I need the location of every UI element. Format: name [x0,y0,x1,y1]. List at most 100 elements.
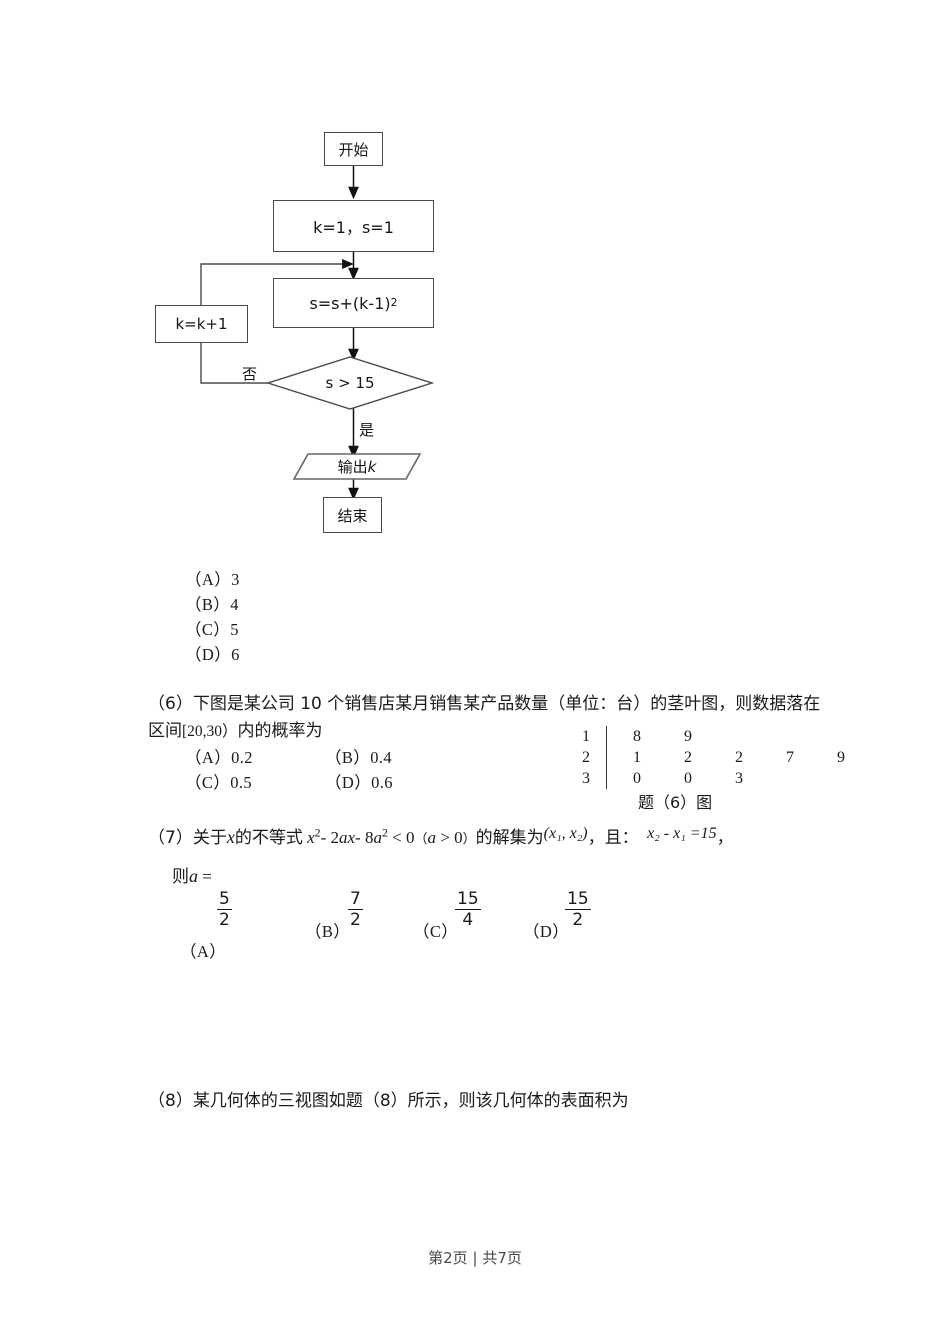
fraction-denominator: 4 [462,910,474,931]
fraction-denominator: 2 [219,910,230,931]
q7-option-a-fraction: 5 2 [217,890,232,930]
flowchart-node-start-label: 开始 [338,140,369,159]
leaf-value [709,726,760,747]
flowchart-node-init-label: k=1，s=1 [313,218,394,237]
q7-prefix: （7）关于 [148,828,227,848]
leaf-value: 7 [786,748,794,766]
q7-expr-minus1: - 2 [320,828,339,847]
leaf-value: 3 [735,769,743,787]
q7-expr-a2: a [373,828,382,847]
flowchart-node-output-label: 输出 [337,458,368,476]
q6-option-c-value: 0.5 [230,773,253,792]
q7-comma2: ， [716,828,734,848]
q8-text: （8）某几何体的三视图如题（8）所示，则该几何体的表面积为 [148,1091,629,1111]
q7-and-label: 且： [604,828,639,848]
q5-option-a-label: （A） [185,570,232,589]
q7-mid1: 的不等式 [234,828,303,848]
q5-option-d-label: （D） [185,645,232,664]
q7-line2-eq: = [202,867,212,886]
q7-expr-x2: x [307,828,315,847]
fraction: 5 2 [217,890,232,930]
q6-text-line1: （6）下图是某公司 10 个销售店某月销售某产品数量（单位：台）的茎叶图，则数据… [148,694,821,714]
page-footer: 第2页 | 共7页 [0,1247,950,1268]
q6-line2-suffix: 内的概率为 [237,721,323,741]
fraction-numerator: 7 [348,889,363,911]
q7-cond-open: （ [414,832,428,847]
stem-and-leaf-row: 1 8 9 [575,726,862,747]
q5-option-b-label: （B） [185,595,231,614]
stem-value: 1 [575,726,607,747]
q6-line2-prefix: 区间 [148,721,182,741]
q7-option-b-label: （B） [305,922,351,941]
q6-option-d-value: 0.6 [371,773,393,792]
leaf-value: 9 [837,748,845,766]
q7-diff-expr: x₂ - x₁ =15 [647,825,717,842]
flowchart-edge-label-yes: 是 [359,421,375,439]
leaf-value: 0 [684,769,692,787]
q7-cond-a: a [427,828,437,847]
leaf-value [760,726,811,747]
stem-and-leaf-row: 3 0 0 3 [575,768,862,789]
flowchart-connectors [200,166,435,501]
q5-option-b-value: 4 [230,595,239,614]
q6-option-d: （D）0.6 [325,769,393,793]
q6-option-a: （A）0.2 [185,744,253,768]
leaf-value [760,768,811,789]
q5-option-a: （A）3 [185,566,240,590]
fraction: 15 2 [565,890,591,930]
q7-cond-close: ） [462,832,476,847]
q6-option-b: （B）0.4 [325,744,392,768]
stem-value: 3 [575,768,607,789]
leaf-value [811,768,862,789]
fraction-numerator: 5 [217,889,232,911]
q6-option-a-label: （A） [185,748,232,767]
leaf-value: 0 [633,769,641,787]
q7-cond-gt: > 0 [440,828,463,847]
leaf-value: 8 [633,727,641,745]
q7-option-d-label: （D） [523,922,570,941]
q6-line2-interval: [20,30） [182,723,238,740]
q6-option-d-label: （D） [325,773,372,792]
flowchart-node-end-label: 结束 [337,506,368,525]
q7-expr-minus2: - 8 [355,828,374,847]
q5-option-c-value: 5 [230,620,239,639]
leaf-value: 9 [684,727,692,745]
q5-option-b: （B）4 [185,591,239,615]
fraction: 7 2 [348,890,363,930]
flowchart-node-start: 开始 [324,132,383,166]
q7-option-d-fraction: 15 2 [565,890,591,930]
q7-comma1: ， [587,828,605,848]
leaf-value: 1 [633,748,641,766]
flowchart-node-decision-label: s > 15 [325,374,375,392]
q6-option-b-value: 0.4 [370,748,393,767]
q7-option-b-fraction: 7 2 [348,890,363,930]
stem-and-leaf-table: 1 8 9 2 1 2 2 7 9 3 0 0 3 [575,726,862,789]
q7-text-line1: （7）关于x的不等式 x2- 2ax- 8a2 < 0（a > 0）的解集为(x… [148,823,734,848]
leaf-value [811,726,862,747]
q5-option-c-label: （C） [185,620,231,639]
stem-value: 2 [575,747,607,768]
q7-expr-x2-sup: 2 [314,825,321,840]
flowchart-node-increment-label: k=k+1 [175,315,228,333]
q6-option-a-value: 0.2 [231,748,253,767]
q7-option-c-label: （C） [413,922,459,941]
q7-expr-a2-sup: 2 [381,825,388,840]
footer-page-label: 第2页 [428,1249,468,1267]
fraction-denominator: 2 [572,910,584,931]
stem-and-leaf-row: 2 1 2 2 7 9 [575,747,862,768]
flowchart-edge-label-no: 否 [242,365,258,383]
leaf-value: 2 [684,748,692,766]
flowchart-node-increment: k=k+1 [155,305,248,343]
q7-option-c-fraction: 15 4 [455,890,481,930]
fraction-numerator: 15 [455,889,481,911]
flowchart-node-process: s=s+(k-1)2 [273,278,434,328]
flowchart-node-decision: s > 15 [268,357,432,409]
q5-option-d-value: 6 [231,645,240,664]
footer-separator: | [472,1249,478,1267]
q7-expr-ax: ax [339,828,356,847]
q7-line2-prefix: 则 [172,867,189,887]
flowchart-node-end: 结束 [323,497,382,533]
q7-option-a-label: （A） [180,942,227,961]
